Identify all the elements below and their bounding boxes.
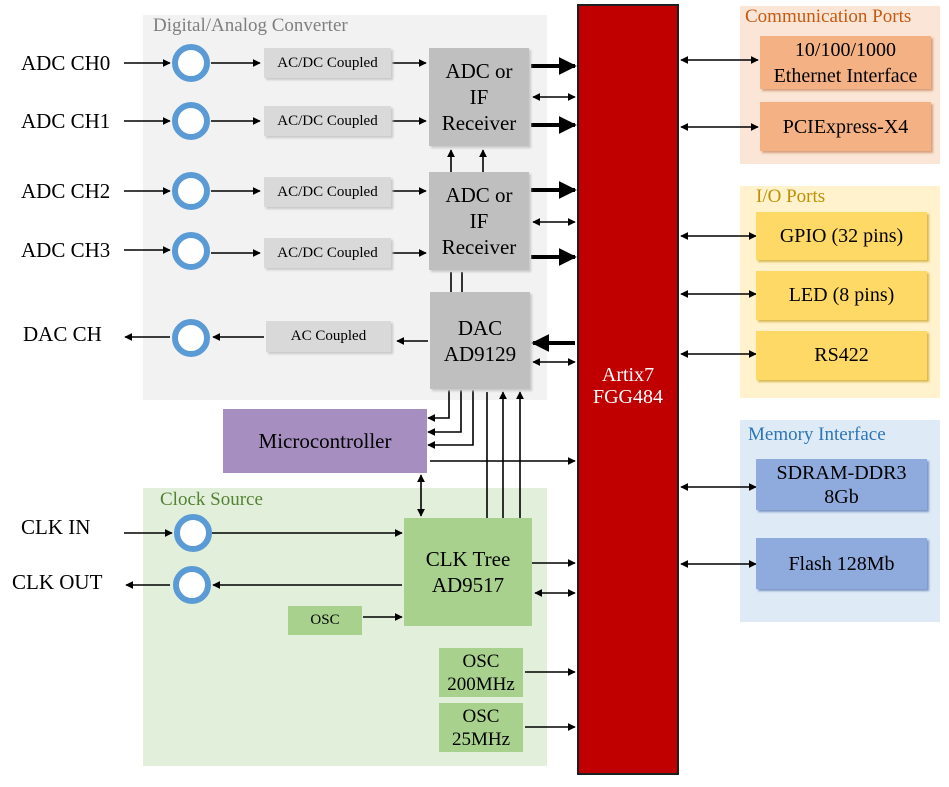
io-ports-group-title: I/O Ports (756, 186, 826, 207)
led-8-pins: LED (8 pins) (756, 271, 927, 320)
adc-ch1-label: ADC CH1 (21, 109, 111, 133)
fpga-artix7: Artix7 FGG484 (577, 4, 679, 775)
ac-coupled-dac: AC Coupled (266, 321, 391, 352)
clk-out-label: CLK OUT (12, 570, 103, 594)
adc-receiver-2: ADC or IF Receiver (429, 172, 529, 270)
osc-200mhz: OSC 200MHz (439, 648, 523, 697)
acdc-coupled-ch1: AC/DC Coupled (264, 106, 391, 136)
pciexpress-x4: PCIExpress-X4 (760, 102, 931, 151)
adc-ch3-label: ADC CH3 (21, 238, 111, 262)
memory-interface-group-title: Memory Interface (748, 424, 886, 445)
dac-ch-label: DAC CH (23, 322, 102, 346)
rs422: RS422 (756, 331, 927, 380)
clk-in-label: CLK IN (21, 515, 91, 539)
adc-ch2-label: ADC CH2 (21, 179, 111, 203)
clk-tree-ad9517: CLK Tree AD9517 (404, 518, 532, 626)
clk-in-connector (174, 514, 212, 552)
adc-receiver-1: ADC or IF Receiver (429, 48, 529, 146)
adc-ch0-label: ADC CH0 (21, 51, 111, 75)
acdc-coupled-ch3: AC/DC Coupled (264, 238, 391, 268)
adc-ch3-connector (172, 232, 210, 270)
flash-128mb: Flash 128Mb (756, 538, 927, 589)
communication-ports-group-title: Communication Ports (745, 6, 912, 27)
clk-out-connector (173, 566, 211, 604)
dac-adc-group-title: Digital/Analog Converter (153, 15, 348, 36)
microcontroller: Microcontroller (223, 409, 427, 473)
acdc-coupled-ch2: AC/DC Coupled (264, 177, 391, 207)
ethernet-interface: 10/100/1000 Ethernet Interface (760, 36, 931, 89)
osc-local: OSC (288, 606, 362, 635)
clock-source-group-title: Clock Source (160, 489, 263, 510)
adc-ch0-connector (172, 44, 210, 82)
adc-ch1-connector (172, 102, 210, 140)
acdc-coupled-ch0: AC/DC Coupled (264, 48, 391, 78)
sdram-ddr3: SDRAM-DDR3 8Gb (756, 459, 927, 510)
osc-25mhz: OSC 25MHz (439, 703, 523, 752)
gpio-32-pins: GPIO (32 pins) (756, 212, 927, 260)
dac-ch-connector (172, 319, 210, 357)
dac-ad9129: DAC AD9129 (430, 292, 530, 389)
adc-ch2-connector (172, 172, 210, 210)
